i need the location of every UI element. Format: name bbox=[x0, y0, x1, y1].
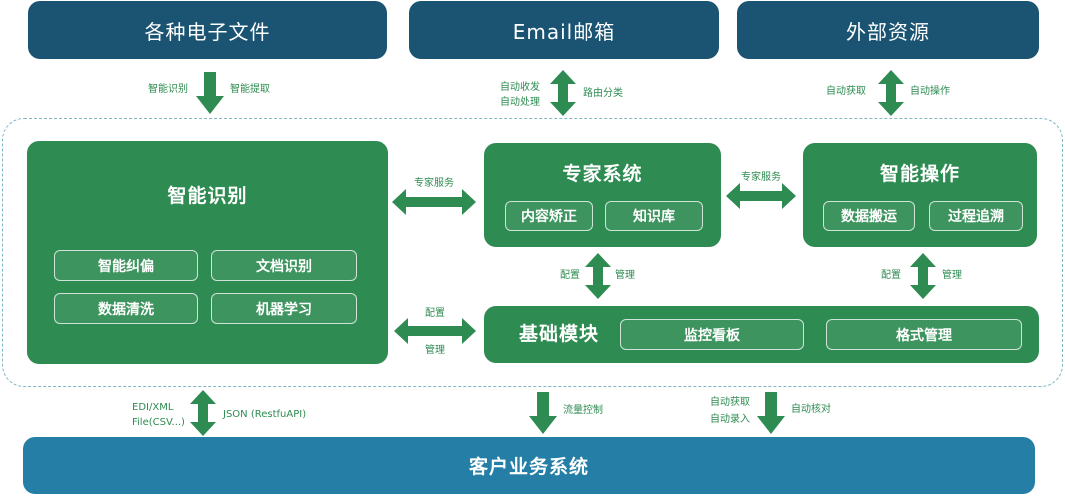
label-expert-service-left: 专家服务 bbox=[414, 178, 454, 189]
label-file-csv: File(CSV...) bbox=[132, 417, 185, 428]
label-auto-check: 自动核对 bbox=[791, 404, 831, 415]
top-box-email: Email邮箱 bbox=[409, 1, 719, 59]
chip-document-recognition: 文档识别 bbox=[211, 250, 357, 281]
double-arrow-external bbox=[878, 70, 904, 116]
platform-boundary bbox=[2, 118, 1063, 387]
smart-recognition-title: 智能识别 bbox=[167, 185, 248, 207]
chip-smart-deskew: 智能纠偏 bbox=[54, 250, 198, 281]
label-auto-process: 自动处理 bbox=[500, 97, 540, 108]
smart-operation-module: 智能操作 数据搬运 过程追溯 bbox=[803, 143, 1037, 247]
down-arrow-auto bbox=[757, 392, 785, 434]
label-edi-xml: EDI/XML bbox=[132, 402, 174, 413]
smart-operation-title: 智能操作 bbox=[879, 163, 960, 185]
double-arrow-edi bbox=[190, 390, 216, 436]
chip-data-transfer: 数据搬运 bbox=[823, 201, 915, 231]
double-arrow-expert-base bbox=[585, 253, 611, 299]
chip-monitor-dashboard: 监控看板 bbox=[620, 319, 804, 350]
double-arrow-recognition-expert bbox=[392, 189, 476, 215]
label-auto-entry: 自动录入 bbox=[710, 414, 750, 425]
label-flow-control: 流量控制 bbox=[563, 405, 603, 416]
chip-data-cleansing: 数据清洗 bbox=[54, 293, 198, 324]
label-manage-mid: 管理 bbox=[615, 270, 635, 281]
smart-recognition-module: 智能识别 智能纠偏 文档识别 数据清洗 机器学习 bbox=[27, 141, 388, 364]
label-auto-operate: 自动操作 bbox=[910, 86, 950, 97]
label-auto-get-bottom: 自动获取 bbox=[710, 397, 750, 408]
label-auto-get-top: 自动获取 bbox=[826, 86, 866, 97]
double-arrow-recognition-base bbox=[394, 318, 476, 344]
label-auto-send-receive: 自动收发 bbox=[500, 82, 540, 93]
chip-content-correction: 内容矫正 bbox=[505, 201, 593, 231]
down-arrow-files bbox=[196, 72, 224, 114]
label-smart-recognition: 智能识别 bbox=[148, 84, 188, 95]
label-manage-right: 管理 bbox=[942, 270, 962, 281]
chip-process-trace: 过程追溯 bbox=[929, 201, 1023, 231]
label-smart-extraction: 智能提取 bbox=[230, 84, 270, 95]
label-routing: 路由分类 bbox=[583, 88, 623, 99]
base-module: 基础模块 监控看板 格式管理 bbox=[484, 306, 1039, 363]
double-arrow-operation-base bbox=[910, 253, 936, 299]
label-config-mid: 配置 bbox=[560, 270, 580, 281]
label-json-api: JSON (RestfuAPI) bbox=[223, 409, 307, 420]
base-module-title: 基础模块 bbox=[519, 323, 600, 345]
top-box-electronic-files: 各种电子文件 bbox=[28, 1, 387, 59]
label-manage-base: 管理 bbox=[425, 345, 445, 356]
down-arrow-flow bbox=[529, 392, 557, 434]
label-expert-service-right: 专家服务 bbox=[741, 172, 781, 183]
top-box-external-resources: 外部资源 bbox=[737, 1, 1039, 59]
customer-business-system: 客户业务系统 bbox=[23, 437, 1035, 494]
chip-knowledge-base: 知识库 bbox=[605, 201, 703, 231]
expert-system-module: 专家系统 内容矫正 知识库 bbox=[484, 143, 721, 247]
double-arrow-expert-operation bbox=[726, 183, 796, 209]
chip-machine-learning: 机器学习 bbox=[211, 293, 357, 324]
double-arrow-email bbox=[550, 70, 576, 116]
label-config-right: 配置 bbox=[881, 270, 901, 281]
expert-system-title: 专家系统 bbox=[562, 163, 643, 185]
label-config-base: 配置 bbox=[425, 308, 445, 319]
chip-format-management: 格式管理 bbox=[826, 319, 1022, 350]
